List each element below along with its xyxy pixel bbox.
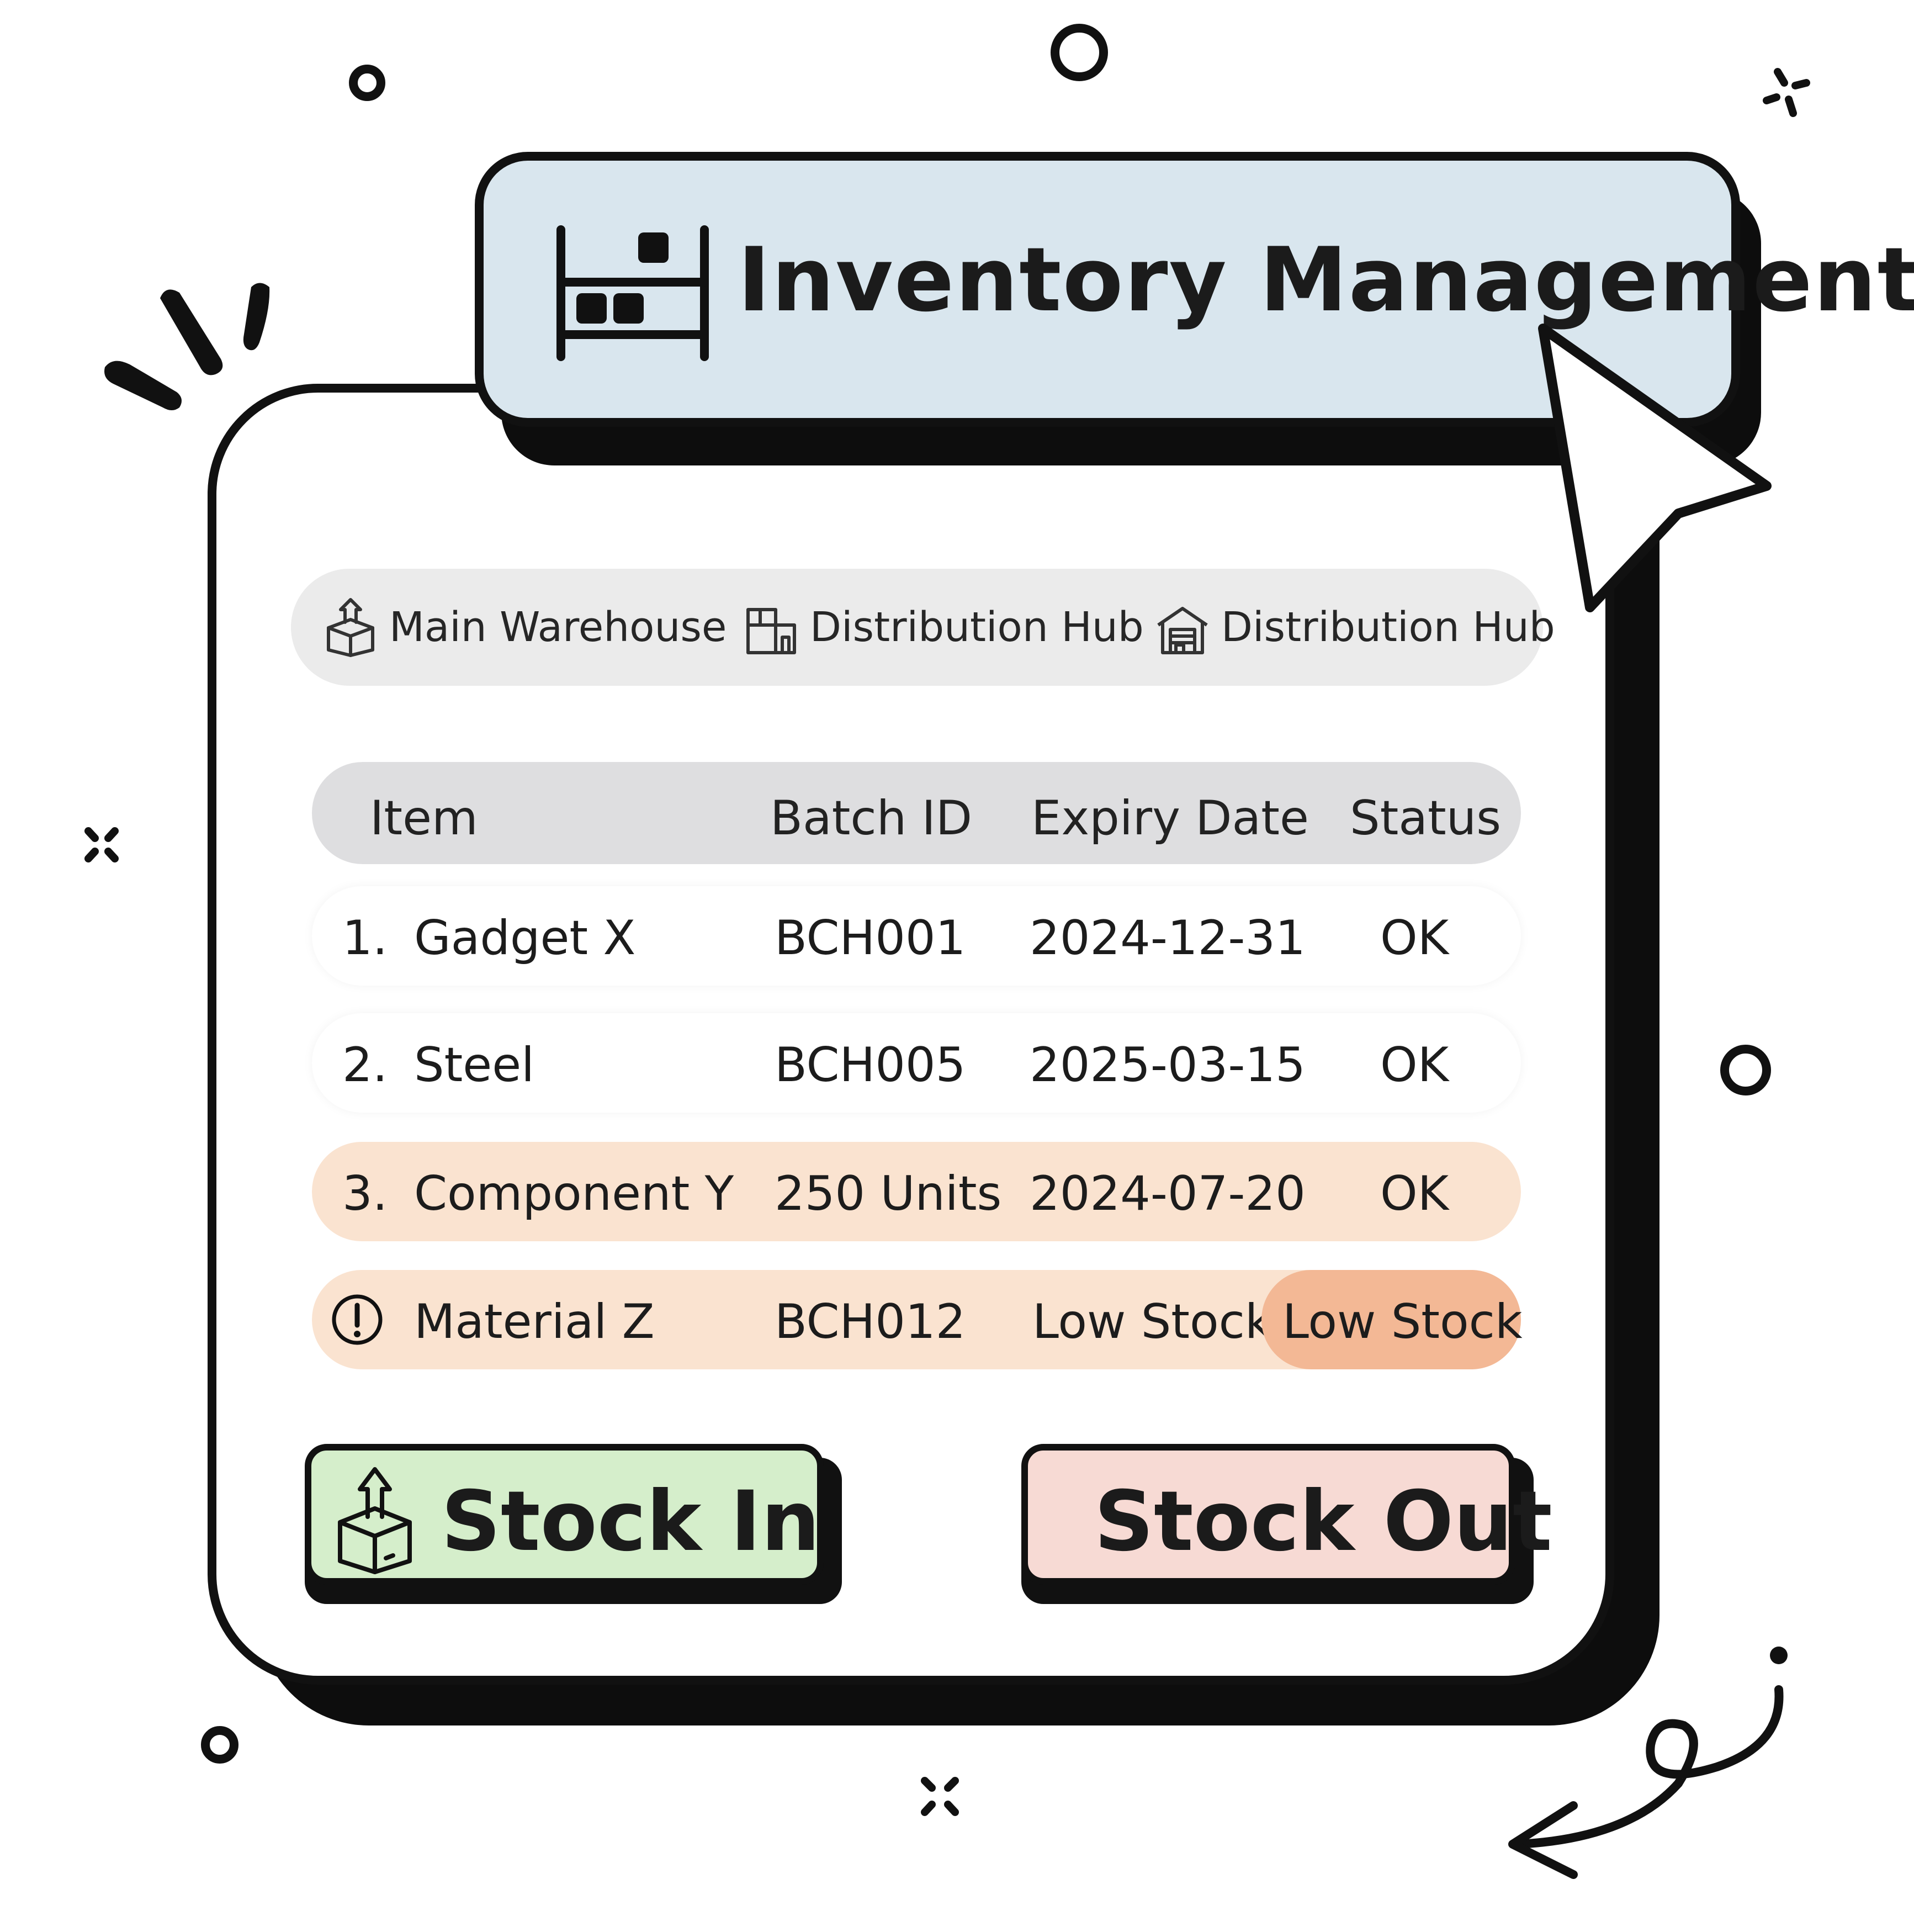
status-badge: Low Stock <box>1282 1294 1523 1349</box>
status-badge: OK <box>1380 911 1449 966</box>
row-number: 2. <box>342 1038 388 1093</box>
stock-out-label: Stock Out <box>1094 1474 1552 1570</box>
location-label: Main Warehouse <box>389 604 727 651</box>
garage-icon <box>1157 607 1208 654</box>
column-header-expiry-date[interactable]: Expiry Date <box>1031 791 1309 846</box>
box-upload-icon <box>338 1467 412 1574</box>
low-stock-badge: Low Stock <box>1261 1270 1523 1369</box>
building-icon <box>746 608 796 654</box>
table-row[interactable]: 1. Gadget X BCH001 2024-12-31 OK <box>312 886 1521 986</box>
box-upload-icon <box>327 598 374 657</box>
table-header: Item Batch ID Expiry Date Status <box>312 762 1521 864</box>
row-number: 3. <box>342 1166 388 1221</box>
item-name: Component Y <box>414 1166 734 1221</box>
item-name: Material Z <box>414 1294 655 1349</box>
expiry-date: 2024-07-20 <box>1030 1166 1306 1221</box>
batch-id: 250 Units <box>775 1166 1002 1221</box>
stock-in-label: Stock In <box>441 1474 820 1570</box>
location-label: Distribution Hub <box>1221 604 1555 651</box>
row-number: 1. <box>342 911 388 966</box>
batch-id: BCH005 <box>775 1038 966 1093</box>
title-banner: Inventory Management <box>475 152 1914 427</box>
table-row[interactable]: 2. Steel BCH005 2025-03-15 OK <box>312 1013 1521 1113</box>
alert-icon <box>332 1294 383 1345</box>
batch-id: BCH012 <box>775 1294 966 1349</box>
item-name: Steel <box>414 1038 535 1093</box>
column-header-item[interactable]: Item <box>370 791 478 846</box>
location-label: Distribution Hub <box>810 604 1144 651</box>
item-name: Gadget X <box>414 911 636 966</box>
table-row[interactable]: 3. Component Y 250 Units 2024-07-20 OK <box>312 1142 1521 1241</box>
page-title: Inventory Management <box>738 228 1914 331</box>
status-badge: OK <box>1380 1166 1449 1221</box>
stock-out-button[interactable]: Stock Out <box>1021 1444 1552 1585</box>
warehouse-shelf-icon <box>556 225 709 361</box>
column-header-status[interactable]: Status <box>1350 791 1502 846</box>
batch-id: BCH001 <box>775 911 966 966</box>
location-distribution-hub-1[interactable]: Distribution Hub <box>744 597 1144 657</box>
location-main-warehouse[interactable]: Main Warehouse <box>323 597 727 657</box>
expiry-date: Low Stock <box>1032 1294 1273 1349</box>
mouse-cursor-icon <box>1538 324 1772 612</box>
location-distribution-hub-2[interactable]: Distribution Hub <box>1155 597 1555 657</box>
expiry-date: 2024-12-31 <box>1030 911 1306 966</box>
stock-in-button[interactable]: Stock In <box>305 1444 824 1585</box>
table-row-warning[interactable]: Material Z BCH012 Low Stock Low Stock <box>312 1270 1523 1369</box>
status-badge: OK <box>1380 1038 1449 1093</box>
expiry-date: 2025-03-15 <box>1030 1038 1306 1093</box>
column-header-batch-id[interactable]: Batch ID <box>770 791 973 846</box>
location-bar: Main Warehouse Distribution Hub D <box>291 569 1555 686</box>
